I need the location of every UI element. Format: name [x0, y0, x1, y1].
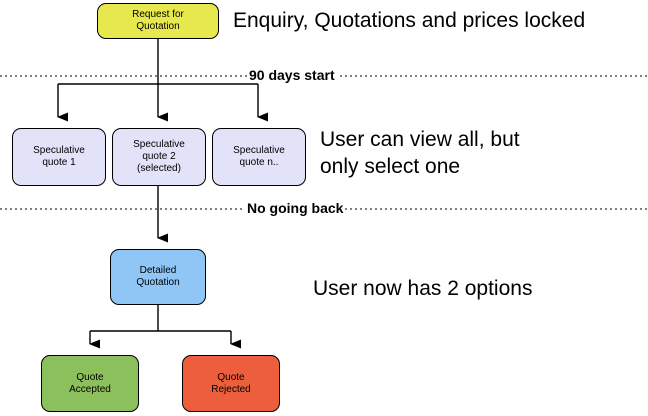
connector-rfq-to-speculative: [57, 39, 268, 122]
node-label: Speculative quote 1: [33, 145, 85, 168]
node-label: Request for Quotation: [132, 9, 184, 32]
node-label: Speculative quote n..: [233, 145, 285, 168]
node-request-for-quotation[interactable]: Request for Quotation: [97, 3, 219, 39]
annotation-two-options-note: User now has 2 options: [313, 277, 533, 300]
node-quote-rejected[interactable]: Quote Rejected: [182, 355, 280, 412]
node-speculative-quote-2[interactable]: Speculative quote 2 (selected): [112, 128, 206, 186]
node-label: Detailed Quotation: [136, 265, 180, 288]
node-label: Speculative quote 2 (selected): [133, 139, 185, 174]
node-quote-accepted[interactable]: Quote Accepted: [41, 355, 139, 412]
node-speculative-quote-n[interactable]: Speculative quote n..: [212, 128, 306, 186]
node-speculative-quote-1[interactable]: Speculative quote 1: [12, 128, 106, 186]
node-detailed-quotation[interactable]: Detailed Quotation: [110, 249, 206, 305]
node-label: Quote Accepted: [69, 371, 111, 395]
annotation-enquiry-note: Enquiry, Quotations and prices locked: [233, 9, 586, 32]
connector-detailed-to-outcomes: [89, 305, 241, 349]
phase-label-no-going-back: No going back: [245, 200, 346, 216]
annotation-view-all-note: User can view all, but only select one: [320, 128, 520, 178]
phase-label-ninety-days-start: 90 days start: [247, 67, 337, 83]
node-label: Quote Rejected: [211, 371, 251, 395]
